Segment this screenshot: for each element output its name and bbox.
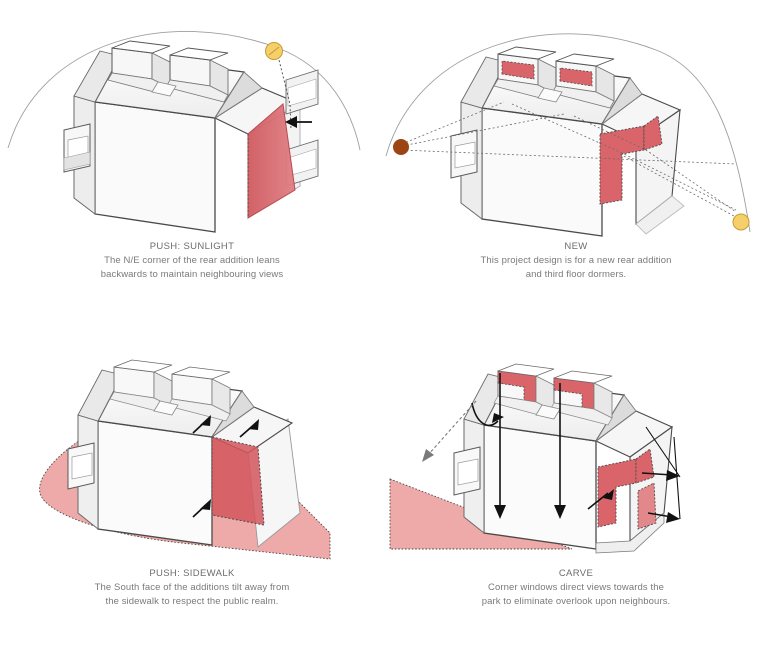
- porch-left: [63, 123, 91, 173]
- house-main-wall-front: [94, 101, 216, 233]
- diagram-push-sunlight: [0, 0, 384, 248]
- caption-push-sidewalk: PUSH: SIDEWALK The South face of the add…: [0, 567, 384, 608]
- diagram-carve: [384, 327, 768, 575]
- push-arrow-top-left: [192, 415, 211, 434]
- house-main-roof-back: [214, 71, 263, 119]
- panel-title: PUSH: SUNLIGHT: [149, 241, 235, 252]
- porch-left: [453, 446, 481, 496]
- description-line: and third floor dormers.: [525, 268, 627, 280]
- panel-push-sidewalk: PUSH: SIDEWALK The South face of the add…: [0, 327, 384, 654]
- highlight-corner-window-side: [635, 448, 655, 484]
- sight-lines: [401, 101, 737, 217]
- view-arrow-into-corner: [587, 489, 614, 510]
- panel-description: The South face of the additions tilt awa…: [0, 581, 384, 608]
- view-arrows: [422, 373, 681, 523]
- dormer-window-highlight: [501, 60, 535, 80]
- description-line: the sidewalk to respect the public realm…: [105, 595, 279, 607]
- skylight: [537, 87, 563, 103]
- rear-addition-base: [595, 512, 665, 554]
- panel-description: Corner windows direct views towards the …: [384, 581, 768, 608]
- diagram-push-sidewalk: [0, 327, 384, 575]
- porch-left: [450, 129, 478, 179]
- panel-title: CARVE: [558, 568, 594, 579]
- sun-disc-yellow-icon: [732, 213, 750, 231]
- push-arrow-bottom: [192, 499, 211, 518]
- view-arrow-curve-into-dormer: [471, 402, 504, 427]
- rear-addition-ghost: [635, 195, 685, 235]
- push-arrow-top-right: [239, 419, 259, 438]
- dormer-right: [551, 53, 615, 109]
- caption-new: NEW This project design is for a new rea…: [384, 240, 768, 281]
- caption-push-sunlight: PUSH: SUNLIGHT The N/E corner of the rea…: [0, 240, 384, 281]
- highlight-tilted-south-face: [211, 436, 265, 526]
- panel-carve: CARVE Corner windows direct views toward…: [384, 327, 768, 654]
- sun-path-arc: [385, 33, 751, 233]
- dormer-right: [165, 47, 229, 103]
- dormer-right: [549, 370, 613, 426]
- description-line: backwards to maintain neighbouring views: [100, 268, 284, 280]
- sun-disc-slash: [268, 46, 280, 56]
- dormer-left: [493, 46, 557, 102]
- highlight-corner-window-front: [597, 458, 637, 528]
- description-line: Corner windows direct views towards the: [487, 582, 665, 594]
- view-arrow-dashed-out-left: [422, 400, 477, 462]
- sun-disc-brown-icon: [393, 139, 409, 155]
- view-arrow-out-right-upper: [641, 470, 680, 481]
- push-arrow-left: [285, 116, 312, 128]
- dormer-window-highlight: [559, 67, 593, 87]
- dormer-right: [167, 366, 231, 422]
- view-cone-lines: [645, 426, 681, 520]
- dormer-left: [493, 363, 555, 419]
- panel-description: The N/E corner of the rear addition lean…: [0, 254, 384, 281]
- highlight-rear-corner-glazing: [643, 115, 663, 151]
- skylight: [153, 400, 179, 416]
- house-main-roof-back: [601, 77, 643, 125]
- push-arrows: [192, 415, 259, 518]
- caption-carve: CARVE Corner windows direct views toward…: [384, 567, 768, 608]
- view-arrow-out-right-lower: [647, 512, 680, 523]
- highlight-corner-window-side-lower: [637, 482, 657, 530]
- panel-description: This project design is for a new rear ad…: [384, 254, 768, 281]
- panel-new: NEW This project design is for a new rea…: [384, 0, 768, 327]
- panel-push-sunlight: PUSH: SUNLIGHT The N/E corner of the rea…: [0, 0, 384, 327]
- panel-title: PUSH: SIDEWALK: [149, 568, 235, 579]
- view-arrow-down-left: [494, 373, 506, 519]
- description-line: park to eliminate overlook upon neighbou…: [481, 595, 671, 607]
- sun-path-arc: [7, 31, 361, 151]
- description-line: This project design is for a new rear ad…: [480, 255, 672, 267]
- diagram-new: [384, 0, 768, 248]
- house-main-wall-front: [97, 420, 213, 546]
- view-arrow-down-right: [554, 383, 566, 519]
- porch-left: [67, 442, 95, 490]
- description-line: The N/E corner of the rear addition lean…: [104, 255, 280, 267]
- panel-title: NEW: [564, 241, 588, 252]
- skylight: [151, 81, 177, 97]
- house-main-wall-front: [481, 107, 603, 237]
- description-line: The South face of the additions tilt awa…: [94, 582, 290, 594]
- sun-ray-dotted: [276, 51, 292, 131]
